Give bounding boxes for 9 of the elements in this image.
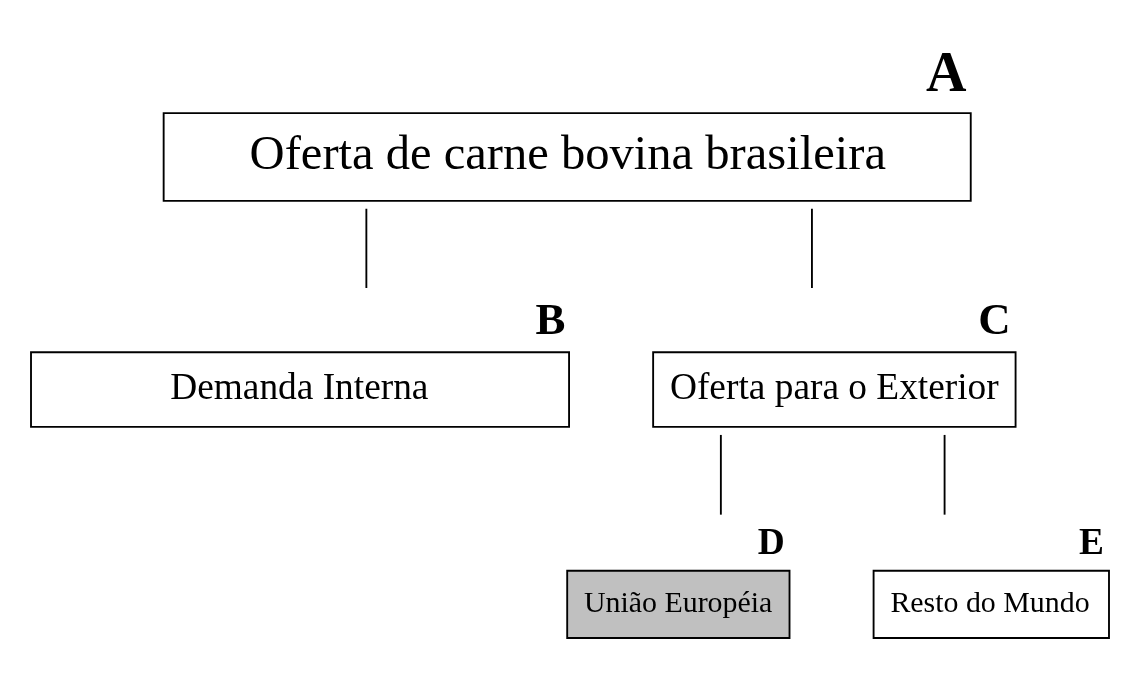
- connector: [811, 207, 813, 289]
- connector: [719, 433, 722, 516]
- node-label: E: [1079, 520, 1105, 562]
- node-label: B: [535, 293, 566, 344]
- node-label: C: [978, 293, 1011, 344]
- node-label: D: [757, 520, 785, 562]
- connector: [943, 433, 946, 516]
- node-label: A: [925, 40, 967, 103]
- connector: [365, 207, 368, 289]
